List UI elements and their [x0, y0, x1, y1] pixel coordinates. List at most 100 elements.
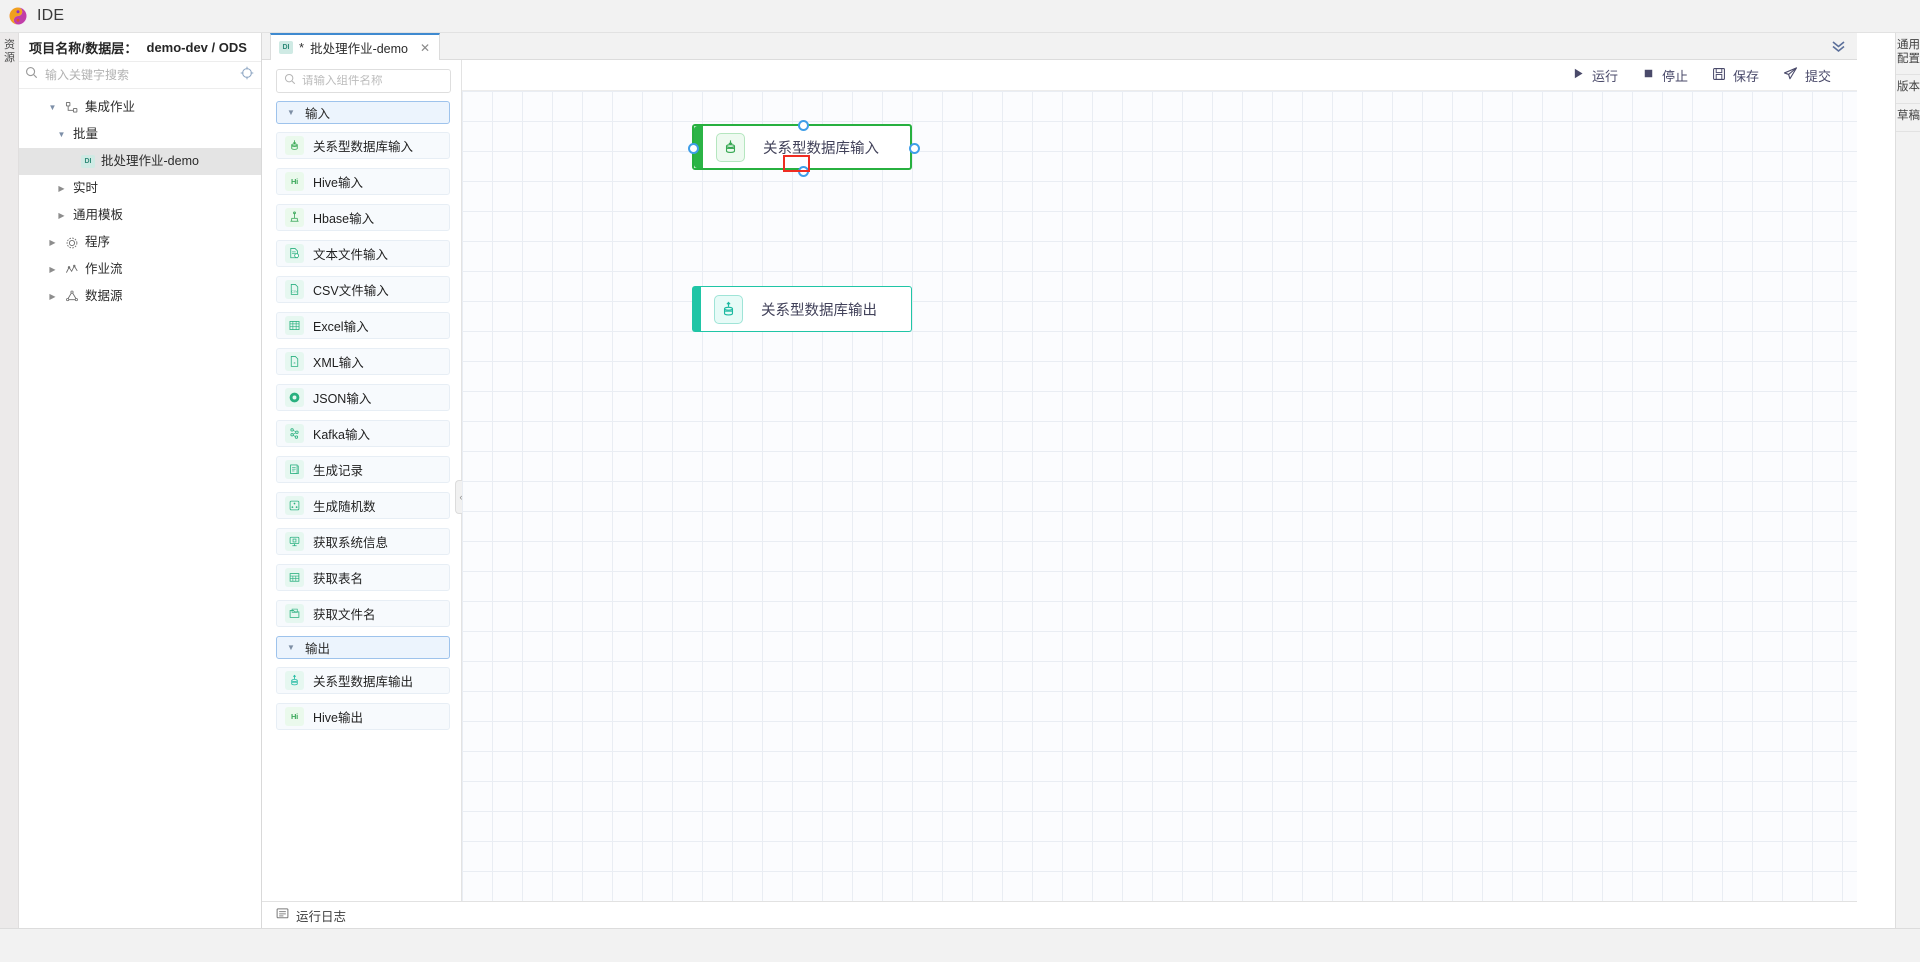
app-title-bar: IDE	[0, 0, 1920, 33]
tree-item-3[interactable]: ▶ 实时	[19, 175, 261, 202]
toolbar-button-play[interactable]: 运行	[1572, 66, 1618, 85]
palette-item-3[interactable]: Hbase输入	[276, 204, 450, 231]
palette-group-0[interactable]: ▼输入	[276, 101, 450, 124]
workflow-icon	[64, 262, 79, 277]
right-tab-2[interactable]: 草稿	[1896, 104, 1920, 132]
node-accent-bar	[692, 286, 701, 332]
node-port-top[interactable]	[798, 120, 809, 131]
text-file-icon	[285, 244, 304, 263]
toolbar-button-label: 运行	[1591, 68, 1618, 84]
palette-item-label: Kafka输入	[313, 428, 370, 442]
canvas-node-relational-db-output[interactable]: 关系型数据库输出	[692, 286, 912, 332]
palette-item-label: XML输入	[313, 356, 364, 370]
close-icon[interactable]: ✕	[420, 40, 431, 55]
tree-item-4[interactable]: ▶通用模板	[19, 202, 261, 229]
tree-item-7[interactable]: ▶数据源	[19, 283, 261, 310]
palette-item-4[interactable]: 文本文件输入	[276, 240, 450, 267]
tree-item-5[interactable]: ▶程序	[19, 229, 261, 256]
toolbar-button-submit-paperplane[interactable]: 提交	[1783, 66, 1831, 85]
right-tab-0[interactable]: 通用配置	[1896, 33, 1920, 75]
node-port-right[interactable]	[909, 143, 920, 154]
project-header-value: demo-dev / ODS	[146, 39, 247, 55]
caret-down-icon[interactable]: ▼	[287, 643, 295, 652]
palette-item-label: JSON输入	[313, 392, 372, 406]
database-in-icon	[285, 136, 304, 155]
palette-item-label: Hive输出	[313, 711, 364, 725]
database-out-icon	[714, 294, 743, 324]
palette-item-13[interactable]: 获取表名	[276, 564, 450, 591]
toolbar-button-stop[interactable]: 停止	[1642, 66, 1688, 85]
excel-icon	[285, 316, 304, 335]
tree-item-label: 实时	[73, 181, 99, 196]
palette-item-label: 生成随机数	[313, 500, 376, 514]
palette-search-box[interactable]	[276, 69, 456, 93]
palette-search-input[interactable]	[302, 75, 456, 87]
dirty-marker: *	[299, 40, 305, 55]
tree-search-row[interactable]	[19, 62, 261, 89]
toolbar-button-save[interactable]: 保存	[1712, 66, 1759, 85]
node-label: 关系型数据库输出	[761, 302, 877, 319]
palette-item-14[interactable]: 获取文件名	[276, 600, 450, 627]
rail-label-resources[interactable]: 资源	[4, 39, 15, 64]
run-log-bar[interactable]: 运行日志	[262, 901, 1857, 928]
palette-item-label: 获取文件名	[313, 608, 376, 622]
right-tab-rail: 通用配置版本草稿	[1895, 33, 1920, 962]
search-input[interactable]	[45, 68, 233, 82]
caret-right-icon[interactable]: ▶	[49, 292, 56, 301]
di-badge-icon: DI	[81, 155, 95, 168]
search-icon	[284, 72, 296, 90]
caret-right-icon[interactable]: ▶	[49, 238, 56, 247]
log-icon	[276, 907, 289, 923]
caret-right-icon[interactable]: ▶	[58, 184, 65, 193]
palette-group-15[interactable]: ▼输出	[276, 636, 450, 659]
palette-item-8[interactable]: JSON输入	[276, 384, 450, 411]
random-number-icon	[285, 496, 304, 515]
palette-item-12[interactable]: 获取系统信息	[276, 528, 450, 555]
caret-down-icon[interactable]: ▼	[287, 108, 295, 117]
tree-item-label: 批处理作业-demo	[101, 154, 199, 169]
left-rail[interactable]: 资源	[0, 33, 19, 962]
crosshair-locate-icon[interactable]	[240, 66, 254, 85]
tree-item-1[interactable]: ▼批量	[19, 121, 261, 148]
canvas-node-relational-db-input[interactable]: 关系型数据库输入	[688, 120, 920, 177]
caret-down-icon[interactable]: ▼	[57, 130, 66, 139]
bottom-strip	[0, 928, 1920, 962]
canvas-grid[interactable]: 关系型数据库输入 关系型数据库输出	[462, 91, 1857, 901]
palette-item-16[interactable]: 关系型数据库输出	[276, 667, 450, 694]
palette-item-label: Hbase输入	[313, 212, 375, 226]
palette-item-label: 关系型数据库输出	[313, 675, 414, 689]
search-icon	[25, 66, 38, 84]
node-port-bottom[interactable]	[798, 166, 809, 177]
caret-right-icon[interactable]: ▶	[49, 265, 56, 274]
palette-item-6[interactable]: Excel输入	[276, 312, 450, 339]
palette-item-1[interactable]: 关系型数据库输入	[276, 132, 450, 159]
palette-item-label: CSV文件输入	[313, 284, 389, 298]
right-tab-1[interactable]: 版本	[1896, 75, 1920, 104]
di-badge-icon: DI	[279, 40, 293, 54]
caret-down-icon[interactable]: ▼	[48, 103, 57, 112]
palette-item-label: 获取表名	[313, 572, 364, 586]
job-node-icon	[64, 100, 79, 115]
chevron-double-down-icon[interactable]	[1828, 37, 1848, 55]
tree-item-0[interactable]: ▼集成作业	[19, 94, 261, 121]
caret-right-icon[interactable]: ▶	[58, 211, 65, 220]
palette-item-9[interactable]: Kafka输入	[276, 420, 450, 447]
node-port-left[interactable]	[688, 143, 699, 154]
palette-item-11[interactable]: 生成随机数	[276, 492, 450, 519]
database-out-icon	[285, 671, 304, 690]
tab-batch-job-demo[interactable]: DI * 批处理作业-demo ✕	[270, 33, 441, 60]
tree-item-2[interactable]: DI 批处理作业-demo	[19, 148, 261, 175]
toolbar-button-label: 停止	[1661, 68, 1688, 84]
swirl-logo-icon	[8, 6, 28, 26]
database-in-icon	[716, 132, 745, 162]
project-explorer-panel: 项目名称/数据层： demo-dev / ODS ▼集成作业▼批量DI批处理作业…	[19, 33, 262, 962]
tree-item-6[interactable]: ▶作业流	[19, 256, 261, 283]
palette-item-10[interactable]: 生成记录	[276, 456, 450, 483]
palette-collapse-handle[interactable]: ‹	[455, 480, 466, 514]
